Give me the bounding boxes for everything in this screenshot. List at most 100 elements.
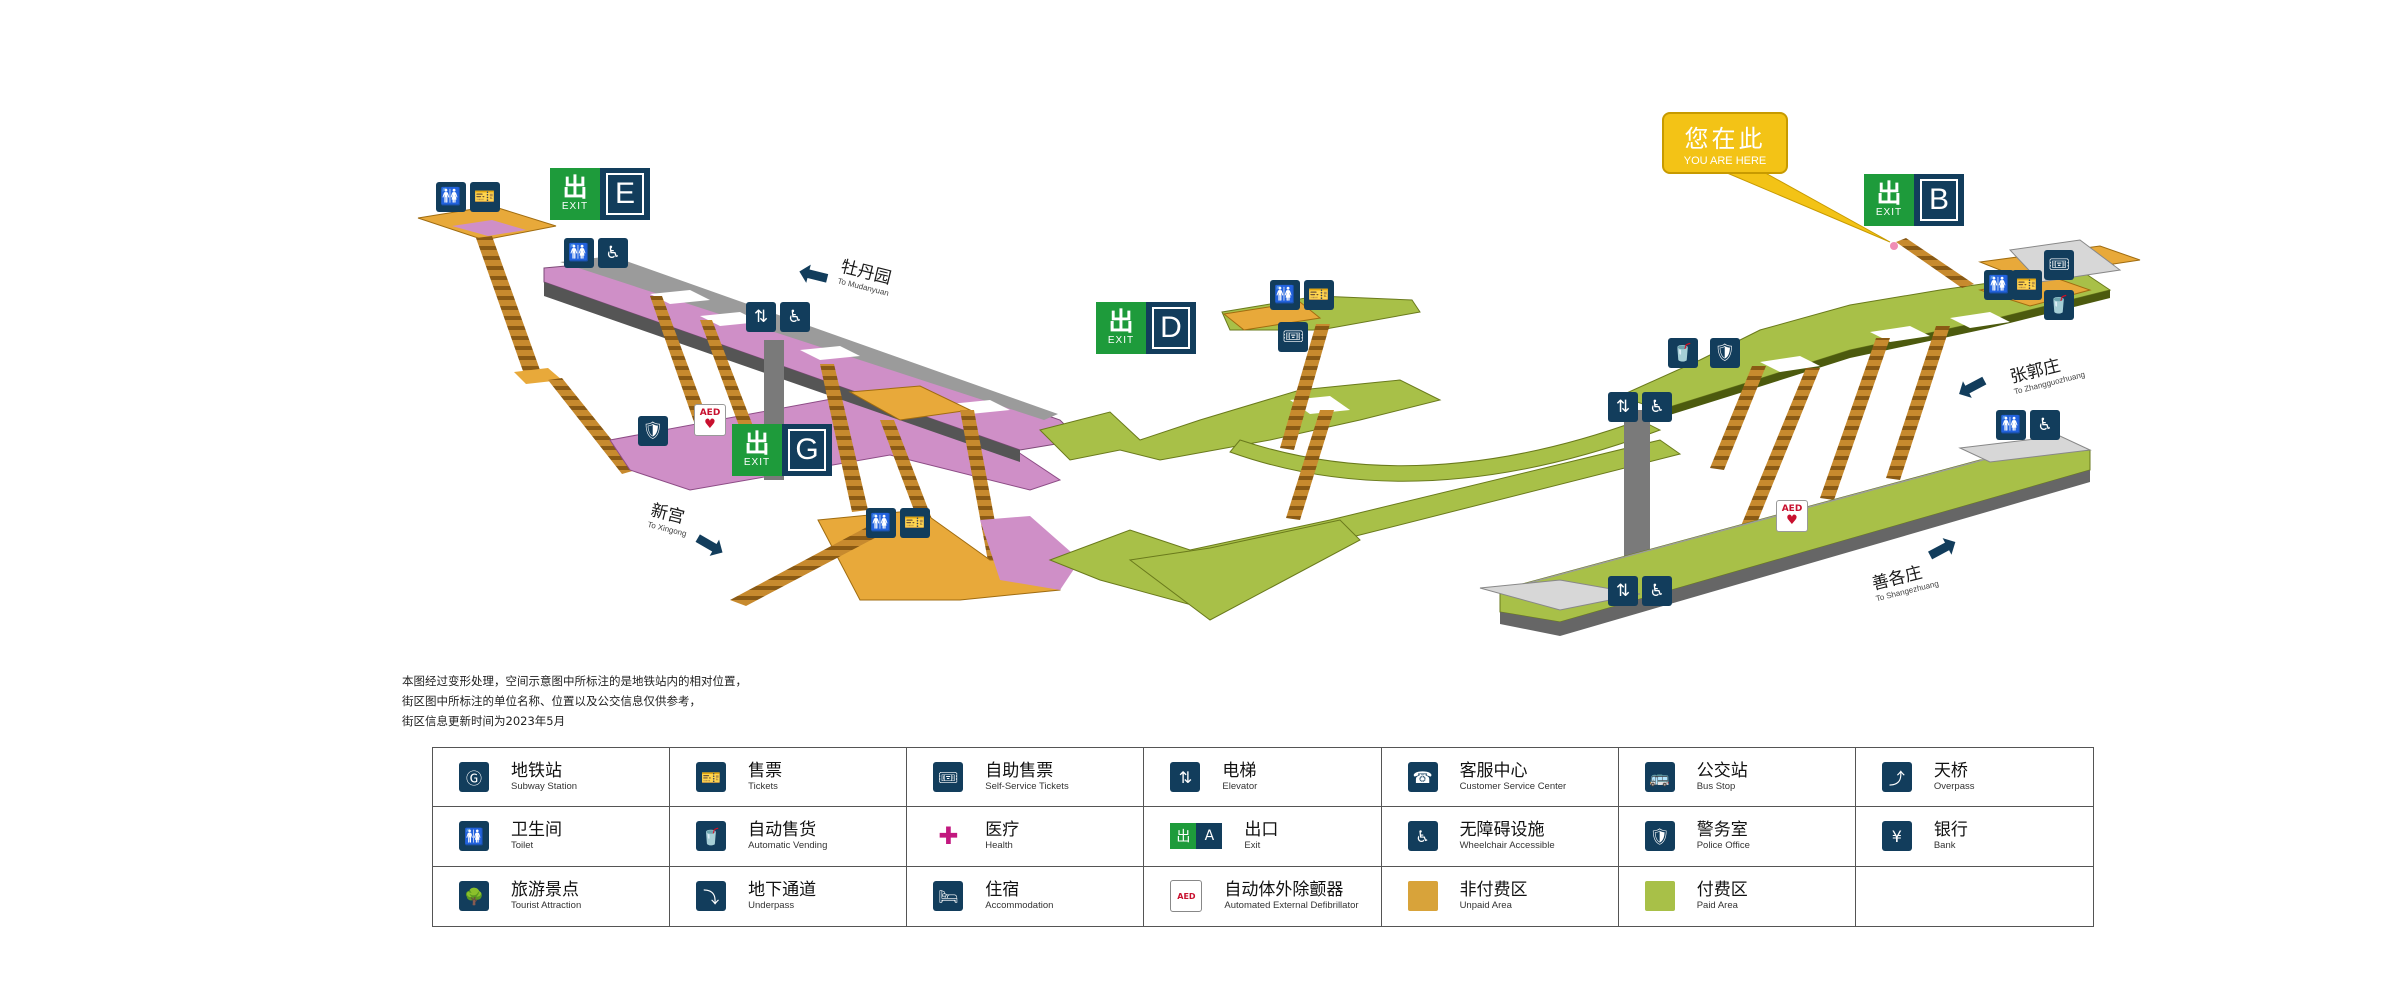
bank-icon: ¥	[1881, 821, 1912, 852]
note-line: 本图经过变形处理，空间示意图中所标注的是地铁站内的相对位置，	[402, 674, 747, 688]
legend-label-en: Customer Service Center	[1459, 781, 1567, 793]
you-are-here-zh: 您在此	[1684, 125, 1766, 153]
legend-item	[1856, 867, 2093, 926]
legend-label-en: Accommodation	[985, 900, 1054, 912]
legend-label-en: Paid Area	[1696, 900, 1738, 912]
toilet-icon[interactable]: 🚻	[1270, 280, 1300, 310]
exit-d-stair	[1280, 324, 1330, 450]
legend-label-zh: 住宿	[985, 880, 1020, 901]
legend-label-en: Self-Service Tickets	[985, 781, 1069, 793]
toilet-icon[interactable]: 🚻	[436, 182, 466, 212]
ticket-icon[interactable]: 🎫	[470, 182, 500, 212]
right-lower-gray-deck	[1479, 579, 1641, 611]
exit-mini-letter: A	[1196, 823, 1223, 850]
legend-label-en: Wheelchair Accessible	[1459, 840, 1555, 852]
legend-label-en: Overpass	[1933, 781, 1975, 793]
elevator-icon[interactable]: ⇅	[1608, 392, 1638, 422]
toilet-icon[interactable]: 🚻	[1984, 270, 2014, 300]
legend-label-en: Subway Station	[511, 781, 578, 793]
aed-icon[interactable]: AED♥	[1776, 500, 1808, 532]
legend-label-zh: 卫生间	[511, 820, 562, 841]
wheelchair-icon: ♿	[1407, 821, 1438, 852]
toilet-icon[interactable]: 🚻	[564, 238, 594, 268]
exit-letter: B	[1920, 179, 1958, 221]
elevator-icon: ⇅	[1170, 762, 1201, 793]
legend-label-zh: 医疗	[985, 820, 1020, 841]
legend-label-en: Automated External Defibrillator	[1224, 900, 1359, 912]
right-opening	[1760, 356, 1820, 372]
wheelchair-icon[interactable]: ♿	[598, 238, 628, 268]
right-stair-4	[1886, 326, 1950, 480]
exit-letter: G	[788, 429, 826, 471]
legend-label-en: Exit	[1244, 840, 1261, 852]
legend-label-zh: 电梯	[1222, 761, 1257, 782]
right-stair-1	[1710, 366, 1766, 470]
exit-glyph: 出	[1108, 307, 1134, 336]
legend-label-zh: 自动体外除颤器	[1224, 880, 1344, 901]
legend-label-en: Bus Stop	[1696, 781, 1736, 793]
legend-label-en: Police Office	[1696, 840, 1750, 852]
police-icon[interactable]: 🛡	[1710, 338, 1740, 368]
ticket-icon[interactable]: 🎫	[2012, 270, 2042, 300]
self-ticket-icon[interactable]: 🎟	[1278, 322, 1308, 352]
exit-word: EXIT	[743, 457, 771, 468]
left-stair-1	[650, 296, 708, 422]
exit-letter: D	[1152, 307, 1190, 349]
exit-e-landing-pink	[452, 220, 526, 236]
left-opening	[800, 346, 860, 360]
legend-label-zh: 无障碍设施	[1459, 820, 1545, 841]
you-are-here-en: YOU ARE HERE	[1683, 155, 1767, 167]
exit-glyph: 出	[744, 429, 770, 458]
wheelchair-icon[interactable]: ♿	[1642, 576, 1672, 606]
toilet-icon[interactable]: 🚻	[866, 508, 896, 538]
legend-label-zh: 警务室	[1696, 820, 1748, 841]
police-icon[interactable]: 🛡	[638, 416, 668, 446]
left-opening	[650, 290, 710, 304]
vending-icon[interactable]: 🥤	[1668, 338, 1698, 368]
exit-word: EXIT	[561, 201, 589, 212]
aed-icon[interactable]: AED♥	[694, 404, 726, 436]
legend-label-zh: 地下通道	[748, 880, 817, 901]
wheelchair-icon[interactable]: ♿	[1642, 392, 1672, 422]
elevator-icon[interactable]: ⇅	[746, 302, 776, 332]
right-stair-2	[1736, 368, 1820, 540]
center-paid-curve	[1229, 419, 1662, 482]
legend-label-en: Toilet	[511, 840, 534, 852]
right-stair-3	[1820, 338, 1890, 500]
you-are-here-marker	[1890, 242, 1898, 250]
accommodation-icon: 🛏	[933, 881, 964, 912]
elevator-icon[interactable]: ⇅	[1608, 576, 1638, 606]
ticket-icon[interactable]: 🎫	[900, 508, 930, 538]
toilet-icon[interactable]: 🚻	[1996, 410, 2026, 440]
wheelchair-icon[interactable]: ♿	[2030, 410, 2060, 440]
left-stair-3	[820, 364, 868, 512]
exit-d-stair-2	[1286, 410, 1334, 520]
note-line: 街区图中所标注的单位名称、位置以及公交信息仅供参考，	[402, 694, 701, 708]
wheelchair-icon[interactable]: ♿	[780, 302, 810, 332]
legend-label-en: Tickets	[748, 781, 778, 793]
health-icon: ✚	[933, 821, 964, 852]
subway-station-icon: Ⓖ	[459, 762, 489, 793]
self-ticket-icon[interactable]: 🎟	[2044, 250, 2074, 280]
vending-icon[interactable]: 🥤	[2044, 290, 2074, 320]
ticket-icon[interactable]: 🎫	[1304, 280, 1334, 310]
g-exit-ramp	[730, 520, 890, 606]
self-service-tickets-icon: 🎟	[933, 762, 964, 793]
